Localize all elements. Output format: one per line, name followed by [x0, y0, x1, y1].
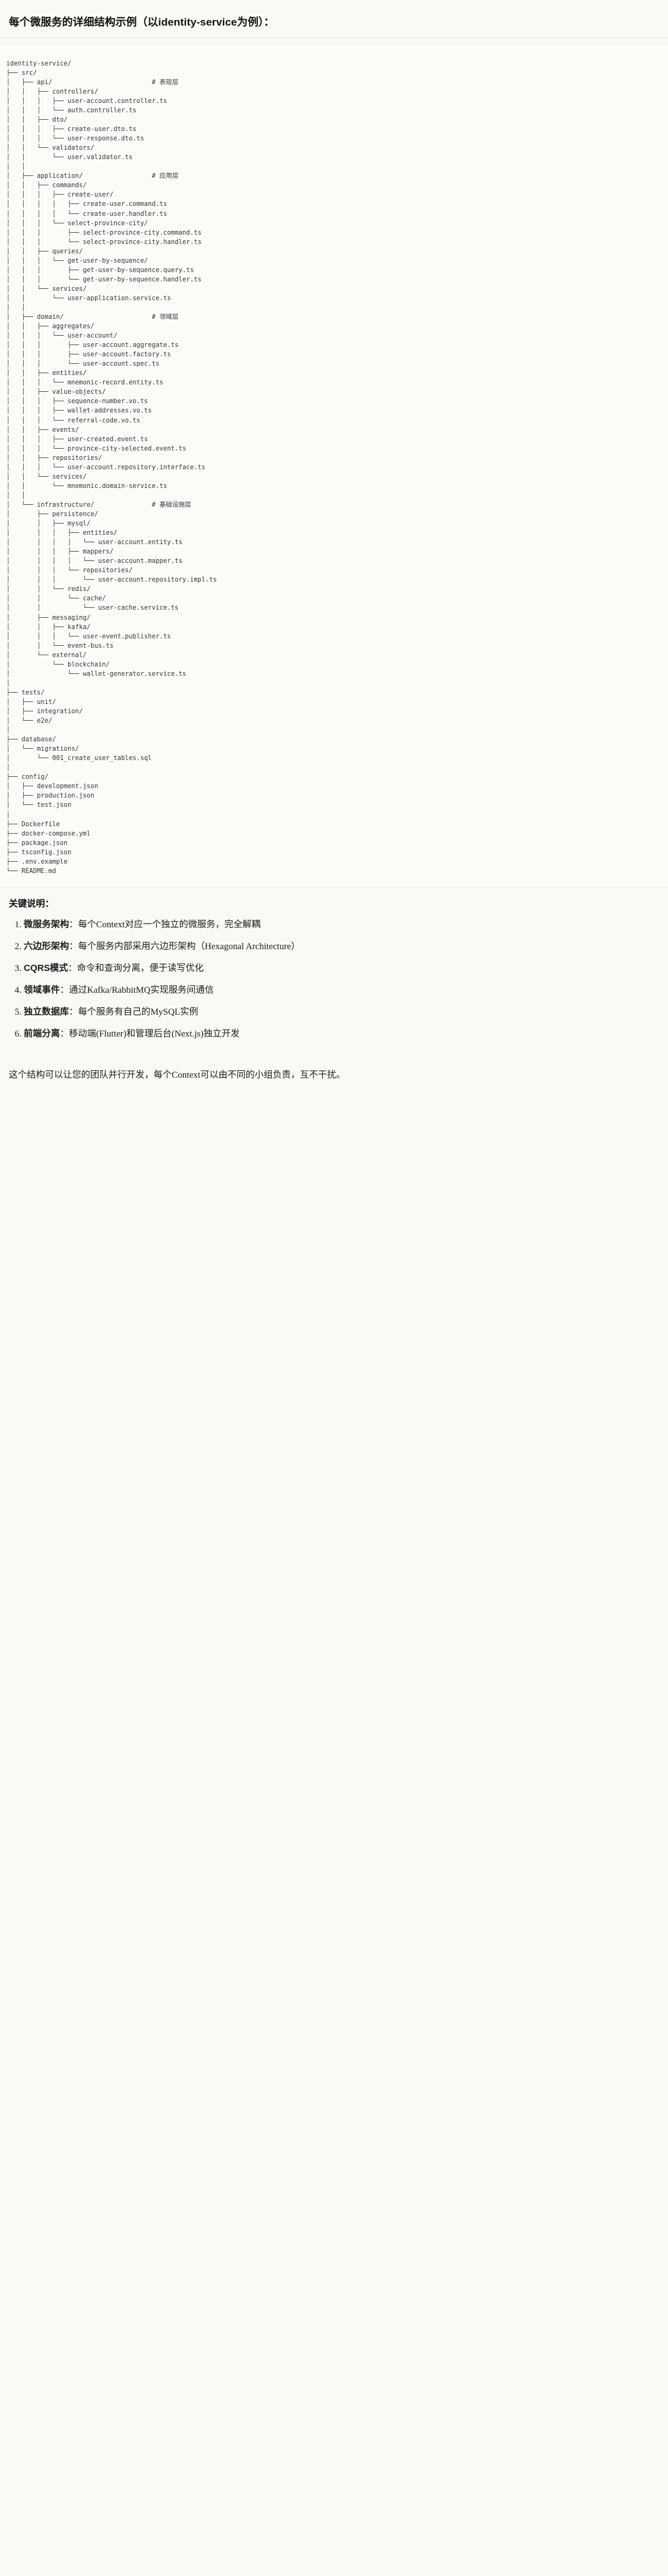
key-description: 每个服务有自己的MySQL实例 [78, 1007, 199, 1017]
key-points-heading: 关键说明： [9, 899, 54, 909]
key-separator: ： [69, 941, 79, 952]
key-separator: ： [69, 919, 79, 930]
key-description: 每个服务内部采用六边形架构（Hexagonal Architecture） [78, 941, 300, 952]
key-description: 移动端(Flutter)和管理后台(Next.js)独立开发 [69, 1028, 240, 1039]
list-item: 独立数据库：每个服务有自己的MySQL实例 [24, 1006, 659, 1019]
key-term: CQRS模式 [24, 963, 68, 973]
key-description: 每个Context对应一个独立的微服务，完全解耦 [78, 919, 261, 930]
key-term: 独立数据库 [24, 1007, 69, 1017]
key-separator: ： [67, 963, 77, 973]
key-points-list: 微服务架构：每个Context对应一个独立的微服务，完全解耦 六边形架构：每个服… [9, 919, 659, 1041]
list-item: CQRS模式：命令和查询分离，便于读写优化 [24, 962, 659, 975]
directory-tree-block: identity-service/ ├── src/ │ ├── api/ # … [0, 45, 668, 888]
key-description: 通过Kafka/RabbitMQ实现服务间通信 [69, 985, 214, 995]
list-item: 前端分离：移动端(Flutter)和管理后台(Next.js)独立开发 [24, 1028, 659, 1041]
directory-tree: identity-service/ ├── src/ │ ├── api/ # … [6, 60, 217, 875]
key-points-section: 关键说明： 微服务架构：每个Context对应一个独立的微服务，完全解耦 六边形… [0, 887, 668, 1056]
list-item: 六边形架构：每个服务内部采用六边形架构（Hexagonal Architectu… [24, 940, 659, 954]
key-term: 前端分离 [24, 1028, 60, 1039]
list-item: 领域事件：通过Kafka/RabbitMQ实现服务间通信 [24, 984, 659, 997]
key-term: 六边形架构 [24, 941, 69, 952]
key-separator: ： [69, 1007, 79, 1017]
key-description: 命令和查询分离，便于读写优化 [77, 963, 204, 973]
key-separator: ： [60, 1028, 69, 1039]
document-root: 每个微服务的详细结构示例（以identity-service为例）： ident… [0, 7, 668, 1096]
key-term: 微服务架构 [24, 919, 69, 930]
page-title: 每个微服务的详细结构示例（以identity-service为例）： [0, 7, 668, 39]
list-item: 微服务架构：每个Context对应一个独立的微服务，完全解耦 [24, 919, 659, 932]
closing-paragraph: 这个结构可以让您的团队并行开发，每个Context可以由不同的小组负责，互不干扰… [0, 1065, 668, 1096]
key-separator: ： [60, 985, 69, 995]
key-term: 领域事件 [24, 985, 60, 995]
